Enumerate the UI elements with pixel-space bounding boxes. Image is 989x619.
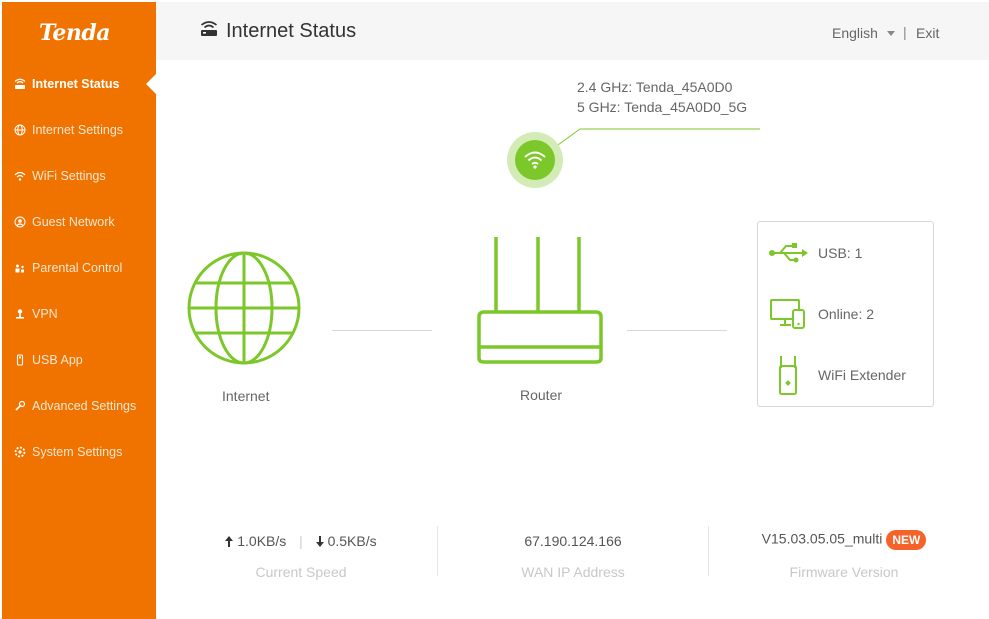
ssid-5ghz: 5 GHz: Tenda_45A0D0_5G: [577, 99, 748, 115]
language-label: English: [832, 25, 878, 41]
sidebar-item-label: Guest Network: [32, 215, 115, 229]
online-devices-row[interactable]: Online: 2: [758, 292, 933, 336]
usb-icon: [2, 354, 32, 366]
speed-separator: |: [299, 533, 303, 549]
download-speed: 0.5KB/s: [327, 533, 377, 549]
upload-speed: 1.0KB/s: [237, 533, 287, 549]
sidebar-item-guest-network[interactable]: Guest Network: [2, 207, 156, 237]
sidebar-item-system-settings[interactable]: System Settings: [2, 437, 156, 467]
download-arrow-icon: [315, 534, 324, 550]
current-speed-value: 1.0KB/s | 0.5KB/s: [166, 533, 436, 550]
sidebar-item-internet-status[interactable]: Internet Status: [2, 69, 156, 99]
header-bar: Internet Status English | Exit: [156, 2, 989, 60]
new-firmware-badge[interactable]: NEW: [886, 530, 927, 550]
sidebar-item-vpn[interactable]: VPN: [2, 299, 156, 329]
usb-count: USB: 1: [818, 245, 863, 261]
online-count: Online: 2: [818, 306, 875, 322]
language-select[interactable]: English: [832, 25, 895, 41]
sidebar-item-usb-app[interactable]: USB App: [2, 345, 156, 375]
globe-icon: [2, 124, 32, 136]
wan-ip-label: WAN IP Address: [521, 564, 625, 580]
stats-divider: [708, 526, 709, 576]
page-title-group: Internet Status: [200, 20, 356, 43]
gear-icon: [2, 446, 32, 458]
usb-device-row[interactable]: USB: 1: [758, 231, 933, 275]
wifi-icon: [515, 140, 555, 180]
guest-icon: [2, 216, 32, 228]
sidebar-item-parental-control[interactable]: Parental Control: [2, 253, 156, 283]
router-icon[interactable]: [476, 234, 606, 366]
sidebar-item-label: Parental Control: [32, 261, 123, 275]
firmware-version-label: Firmware Version: [789, 564, 899, 580]
devices-icon: [758, 298, 818, 330]
sidebar-item-label: Internet Settings: [32, 123, 124, 137]
page-title: Internet Status: [226, 20, 357, 42]
parental-icon: [2, 262, 32, 274]
internet-label: Internet: [222, 388, 270, 404]
sidebar-item-label: System Settings: [32, 445, 123, 459]
usb-icon: [758, 241, 818, 265]
sidebar: Tenda Internet Status Internet Settings …: [2, 2, 156, 619]
connection-line-devices: [627, 330, 727, 331]
router-icon: [200, 21, 218, 42]
internet-globe-icon[interactable]: [186, 250, 302, 366]
sidebar-item-internet-settings[interactable]: Internet Settings: [2, 115, 156, 145]
sidebar-item-advanced-settings[interactable]: Advanced Settings: [2, 391, 156, 421]
sidebar-item-label: Internet Status: [32, 77, 120, 91]
ssid-24ghz: 2.4 GHz: Tenda_45A0D0: [577, 79, 733, 95]
sidebar-item-wifi-settings[interactable]: WiFi Settings: [2, 161, 156, 191]
connection-line-internet: [332, 330, 432, 331]
wifi-extender-row[interactable]: WiFi Extender: [758, 353, 933, 397]
tenda-logo[interactable]: Tenda: [39, 20, 110, 46]
connected-devices-panel: USB: 1 Online: 2 WiFi Extender: [757, 221, 934, 407]
extender-icon: [758, 354, 818, 396]
upload-arrow-icon: [225, 534, 234, 550]
chevron-down-icon: [886, 30, 895, 36]
firmware-version: V15.03.05.05_multi: [761, 530, 883, 547]
header-separator: |: [903, 24, 907, 40]
stats-divider: [437, 526, 438, 576]
wifi-extender-label: WiFi Extender: [818, 367, 906, 383]
wan-ip-value: 67.190.124.166: [524, 533, 622, 549]
vpn-icon: [2, 308, 32, 320]
sidebar-item-label: Advanced Settings: [32, 399, 137, 413]
router-label: Router: [520, 387, 563, 403]
exit-link[interactable]: Exit: [916, 25, 940, 41]
router-icon: [2, 78, 32, 90]
wifi-callout-line: [540, 128, 760, 159]
wrench-icon: [2, 400, 32, 412]
wifi-icon: [2, 170, 32, 182]
sidebar-item-label: WiFi Settings: [32, 169, 106, 183]
sidebar-item-label: USB App: [32, 353, 83, 367]
current-speed-label: Current Speed: [255, 564, 347, 580]
sidebar-item-label: VPN: [32, 307, 58, 321]
